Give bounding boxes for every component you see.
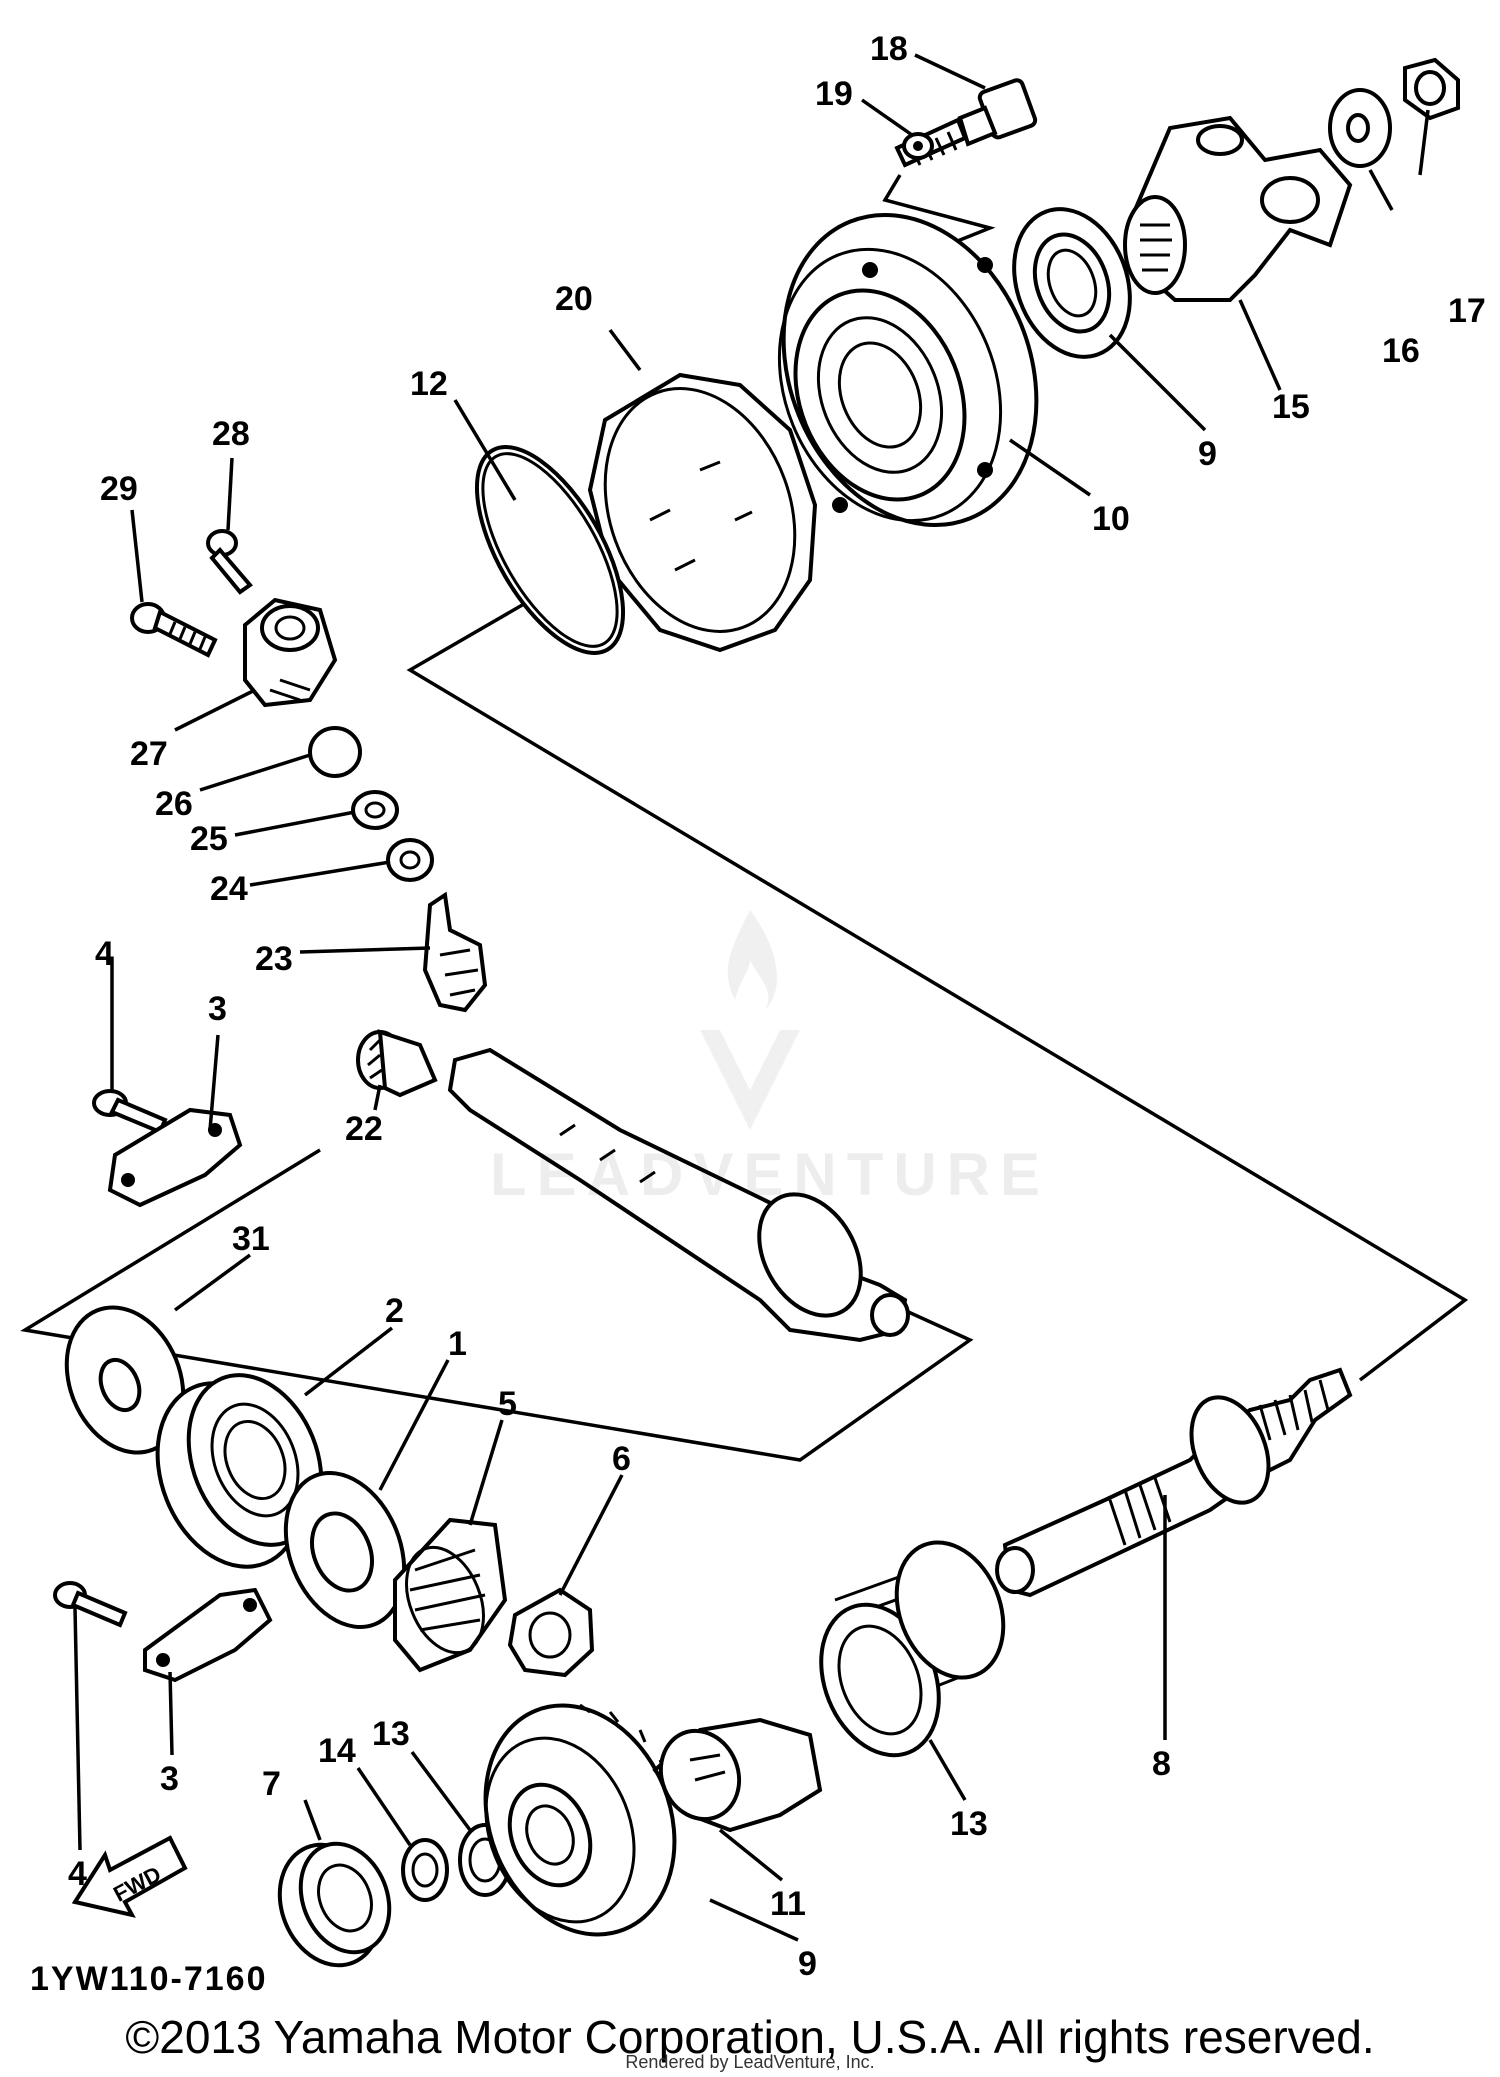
- part-7-bearing: [277, 1841, 392, 1968]
- callout-10: 10: [1092, 500, 1130, 538]
- callout-26: 25: [190, 820, 228, 858]
- callout-9: 9: [798, 1945, 817, 1983]
- callout-16: 14: [318, 1732, 356, 1770]
- part-13-cam-coupling: [652, 1717, 823, 1833]
- callout-24: 23: [255, 940, 293, 978]
- part-9-ring-gear: [483, 1703, 677, 1937]
- part-25-washer: [386, 838, 434, 882]
- part-5-pinion-gear: [393, 1517, 508, 1673]
- callout-23: 22: [345, 1110, 383, 1148]
- part-19-nut: [1403, 57, 1460, 121]
- part-6-nut: [507, 1587, 595, 1678]
- callout-27: 26: [155, 785, 193, 823]
- callout-3-lower: 3: [160, 1760, 179, 1798]
- watermark-text: LEADVENTURE: [490, 1141, 1051, 1208]
- diagram-code: 1YW110-7160: [30, 1960, 268, 1998]
- callouts: 18 19 17 16 15 9 10 20 12 28 29 27 26 25…: [68, 30, 1486, 1983]
- callout-25: 24: [210, 870, 248, 908]
- part-26-washer: [351, 790, 399, 830]
- callout-4-lower: 4: [68, 1855, 87, 1893]
- callout-3-upper: 3: [208, 990, 227, 1028]
- leader-lines: [73, 53, 1430, 1942]
- callout-15: 13: [372, 1715, 410, 1753]
- part-2-bearing: [155, 1373, 324, 1569]
- part-31-shim: [64, 1305, 186, 1455]
- part-28-housing: [243, 597, 338, 708]
- callout-22: 19: [815, 75, 853, 113]
- callout-19: 17: [1448, 292, 1486, 330]
- fwd-arrow: FWD: [71, 1835, 188, 1918]
- part-8-shaft: [995, 1367, 1353, 1598]
- part-24-gear: [422, 891, 488, 1013]
- callout-29: 28: [212, 415, 250, 453]
- callout-30: 29: [100, 470, 138, 508]
- callout-28: 27: [130, 735, 168, 773]
- part-1-shim: [283, 1471, 407, 1629]
- part-16-washer: [401, 1838, 449, 1902]
- part-29-screw: [206, 529, 253, 595]
- callout-14: 13: [950, 1805, 988, 1843]
- callout-1: 1: [448, 1325, 467, 1363]
- callout-4-upper: 4: [95, 935, 114, 973]
- pinion-shaft: [447, 1047, 910, 1343]
- callout-18: 16: [1382, 332, 1420, 370]
- callout-17: 15: [1272, 388, 1310, 426]
- rendered-by-notice: Rendered by LeadVenture, Inc.: [625, 2052, 875, 2072]
- part-17-yoke: [1123, 115, 1353, 302]
- part-30-bolt: [130, 602, 218, 658]
- callout-31: 31: [232, 1220, 270, 1258]
- part-18-washer: [1328, 88, 1392, 168]
- part-22-washer: [902, 132, 934, 160]
- part-3-plate-upper: [107, 1107, 243, 1208]
- copyright-notice: ©2013 Yamaha Motor Corporation, U.S.A. A…: [125, 2011, 1375, 2063]
- part-27-o-ring: [308, 726, 362, 778]
- part-11-oil-seal: [1012, 207, 1132, 359]
- callout-2: 2: [385, 1292, 404, 1330]
- callout-8: 8: [1152, 1745, 1171, 1783]
- part-14-spring: [819, 1540, 1006, 1758]
- callout-13: 11: [770, 1885, 806, 1923]
- callout-21: 18: [870, 30, 908, 68]
- part-4-bolt-lower: [53, 1581, 128, 1628]
- watermark-logo: [700, 910, 800, 1130]
- callout-12: 12: [410, 365, 448, 403]
- callout-6: 6: [612, 1440, 631, 1478]
- callout-7: 7: [262, 1765, 281, 1803]
- part-3-plate-lower: [143, 1587, 273, 1683]
- callout-20: 20: [555, 280, 593, 318]
- part-23-gear: [356, 1029, 438, 1098]
- part-4-bolt-upper: [92, 1089, 168, 1135]
- callout-11: 9: [1198, 435, 1217, 473]
- callout-5: 5: [498, 1385, 517, 1423]
- part-10-bearing-housing: [777, 212, 1039, 528]
- assembly-lines: [20, 174, 1469, 1462]
